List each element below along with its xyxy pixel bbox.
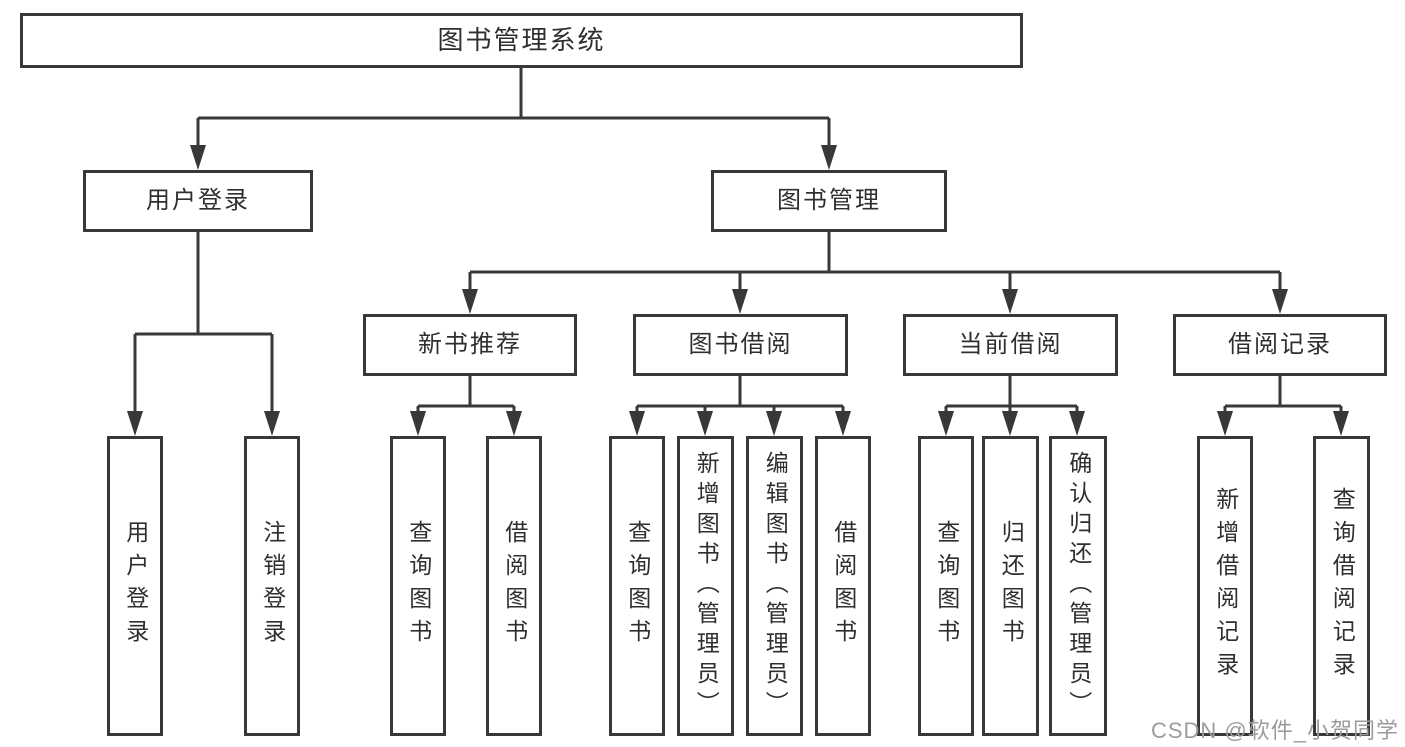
- arrowhead-icon: [1002, 411, 1018, 436]
- arrowhead-icon: [732, 289, 748, 314]
- leaf-borrow-books-recommend: 借阅图书: [486, 436, 542, 736]
- leaf-edit-book-admin: 编辑图书（管理员）: [746, 436, 803, 736]
- arrowhead-icon: [938, 411, 954, 436]
- arrowhead-icon: [127, 411, 143, 436]
- leaf-query-books-recommend: 查询图书: [390, 436, 446, 736]
- leaf-return-books: 归还图书: [982, 436, 1039, 736]
- node-root: 图书管理系统: [20, 13, 1023, 68]
- arrowhead-icon: [506, 411, 522, 436]
- connector-borrow-record-group: [1223, 376, 1343, 420]
- leaf-logout: 注销登录: [244, 436, 300, 736]
- leaf-query-books-current: 查询图书: [918, 436, 974, 736]
- arrowhead-icon: [1002, 289, 1018, 314]
- arrowhead-icon: [766, 411, 782, 436]
- connector-book-borrow-group: [635, 376, 845, 420]
- watermark-text: CSDN @软件_小贺同学: [1150, 718, 1399, 743]
- node-book-management: 图书管理: [711, 170, 947, 232]
- arrowheads: [127, 145, 1349, 436]
- leaf-borrow-books: 借阅图书: [815, 436, 871, 736]
- arrowhead-icon: [462, 289, 478, 314]
- arrowhead-icon: [821, 145, 837, 170]
- connector-book-management-group: [468, 232, 1282, 296]
- leaf-query-borrow-record: 查询借阅记录: [1313, 436, 1370, 736]
- leaf-add-borrow-record: 新增借阅记录: [1197, 436, 1253, 736]
- node-borrow-records: 借阅记录: [1173, 314, 1387, 376]
- arrowhead-icon: [629, 411, 645, 436]
- leaf-confirm-return-admin: 确认归还（管理员）: [1049, 436, 1107, 736]
- connector-root-to-level2: [196, 68, 831, 156]
- arrowhead-icon: [697, 411, 713, 436]
- arrowhead-icon: [1333, 411, 1349, 436]
- leaf-user-login: 用户登录: [107, 436, 163, 736]
- node-book-borrowing: 图书借阅: [633, 314, 848, 376]
- arrowhead-icon: [1272, 289, 1288, 314]
- arrowhead-icon: [835, 411, 851, 436]
- node-current-borrowing: 当前借阅: [903, 314, 1118, 376]
- leaf-add-book-admin: 新增图书（管理员）: [677, 436, 734, 736]
- arrowhead-icon: [410, 411, 426, 436]
- node-user-login: 用户登录: [83, 170, 313, 232]
- arrowhead-icon: [1069, 411, 1085, 436]
- connector-user-login-group: [133, 232, 274, 422]
- arrowhead-icon: [1217, 411, 1233, 436]
- arrowhead-icon: [264, 411, 280, 436]
- connector-new-book-group: [416, 376, 516, 420]
- leaf-query-books-borrowing: 查询图书: [609, 436, 665, 736]
- arrowhead-icon: [190, 145, 206, 170]
- node-new-book-recommend: 新书推荐: [363, 314, 577, 376]
